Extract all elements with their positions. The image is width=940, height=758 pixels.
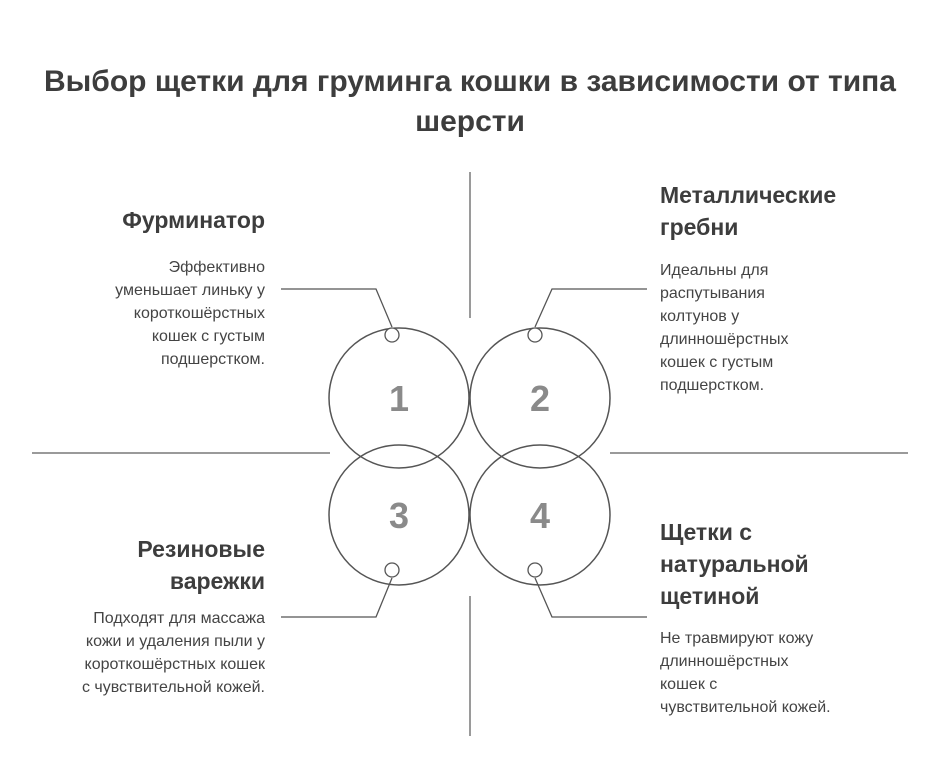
description-line: короткошёрстных (133, 305, 265, 322)
description-rubber-mitts: Подходят для массажа кожи и удаления пыл… (20, 607, 265, 699)
circle-3 (328, 444, 470, 586)
heading-natural-bristle: Щетки с натуральной щетиной (660, 516, 920, 612)
heading-furminator: Фурминатор (60, 204, 265, 236)
description-line: кошек с густым (660, 354, 774, 371)
description-line: длинношёрстных (660, 331, 789, 348)
connector-2 (534, 288, 647, 328)
heading-rubber-mitts: Резиновые варежки (60, 533, 265, 597)
circle-number-4: 4 (530, 495, 550, 536)
heading-line: Фурминатор (122, 207, 265, 233)
description-line: Подходят для массажа (93, 610, 265, 627)
description-line: короткошёрстных кошек (84, 656, 265, 673)
description-line: с чувствительной кожей. (81, 679, 265, 696)
circle-2 (469, 327, 611, 469)
circle-4 (469, 444, 611, 586)
description-line: кошек с (660, 676, 718, 693)
anchor-dot-2 (527, 327, 543, 343)
heading-line: щетиной (660, 583, 760, 609)
heading-line: Металлические (660, 182, 837, 208)
heading-line: гребни (660, 214, 739, 240)
description-line: кошек с густым (151, 328, 265, 345)
circle-number-2: 2 (530, 378, 550, 419)
description-line: кожи и удаления пыли у (85, 633, 265, 650)
description-metal-combs: Идеальны для распутывания колтунов у дли… (660, 259, 920, 397)
description-line: подшерстком. (660, 377, 765, 394)
description-line: длинношёрстных (660, 653, 789, 670)
connector-1 (281, 288, 393, 328)
description-line: колтунов у (660, 308, 740, 325)
description-line: распутывания (660, 285, 765, 302)
description-line: Эффективно (168, 259, 265, 276)
description-line: подшерстком. (160, 351, 265, 368)
heading-line: Щетки с (660, 519, 753, 545)
connector-4 (534, 577, 647, 618)
connector-3 (281, 577, 393, 618)
anchor-dot-1 (384, 327, 400, 343)
diagram-title: Выбор щетки для груминга кошки в зависим… (44, 65, 896, 138)
anchor-dot-4 (527, 562, 543, 578)
description-line: Не травмируют кожу (660, 630, 814, 647)
description-line: Идеальны для (660, 262, 769, 279)
description-natural-bristle: Не травмируют кожу длинношёрстных кошек … (660, 627, 920, 719)
heading-line: натуральной (660, 551, 809, 577)
circle-number-3: 3 (389, 495, 409, 536)
heading-line: варежки (169, 568, 265, 594)
circle-number-1: 1 (389, 378, 409, 419)
description-line: чувствительной кожей. (660, 699, 831, 716)
description-line: уменьшает линьку у (115, 282, 265, 299)
description-furminator: Эффективно уменьшает линьку у короткошёр… (40, 256, 265, 371)
heading-metal-combs: Металлические гребни (660, 179, 920, 243)
anchor-dot-3 (384, 562, 400, 578)
circle-1 (328, 327, 470, 469)
heading-line: Резиновые (137, 536, 265, 562)
